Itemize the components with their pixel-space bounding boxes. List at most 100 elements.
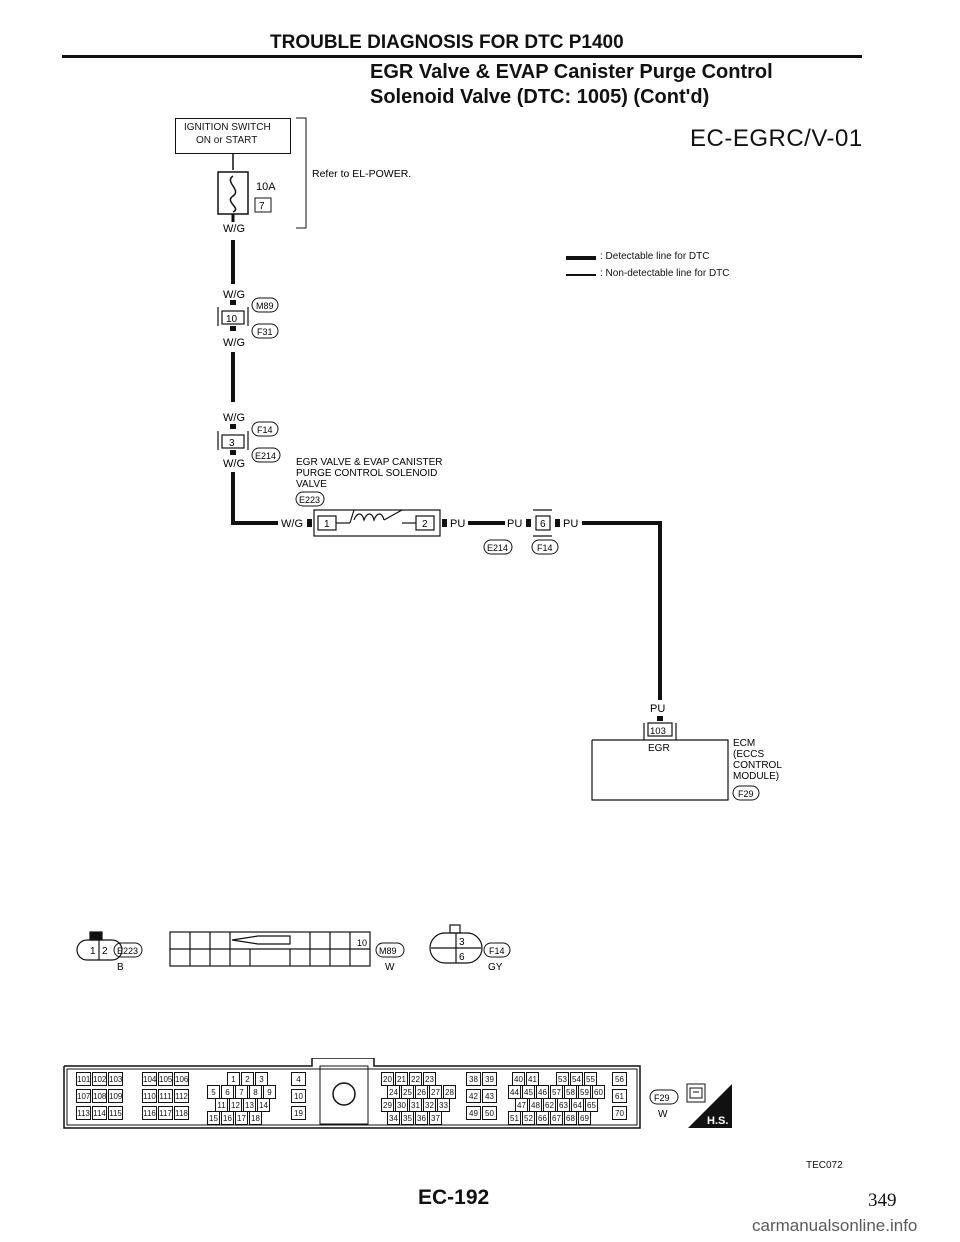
wire-color-wg-2: W/G: [223, 289, 245, 301]
f29-view: F29 W H.S.: [649, 1083, 732, 1128]
ecm-pin-cell: 109: [108, 1089, 123, 1103]
ecm-pin-cell: 5: [207, 1085, 220, 1099]
wire-color-wg-6: W/G: [281, 518, 303, 530]
ecm-pin-cell: 49: [466, 1106, 481, 1120]
ecm-pin-cell: 56: [612, 1072, 627, 1086]
ecm-label-2: (ECCS: [733, 749, 764, 760]
watermark: carmanualsonline.info: [752, 1216, 918, 1235]
wire-color-pu-4: PU: [650, 703, 665, 715]
ecm-pin-cell: 25: [401, 1085, 414, 1099]
pin-6-label: 6: [540, 519, 546, 530]
refer-bracket: [296, 117, 307, 229]
connector-views: 1 2 E223 B 10 M89 W 3 6 F14 GY: [76, 924, 511, 973]
ecm-pin-cell: 68: [564, 1111, 577, 1125]
wire-color-pu-1: PU: [450, 518, 465, 530]
ecm-pin-cell: 2: [241, 1072, 254, 1086]
ecm-pin-cell: 27: [429, 1085, 442, 1099]
ecm-connector-outline: [63, 1058, 641, 1129]
ecm-pin-cell: 4: [291, 1072, 306, 1086]
ecm-pin-cell: 32: [423, 1098, 436, 1112]
ecm-pin-cell: 41: [526, 1072, 539, 1086]
pin-marker-f14-6: [555, 519, 560, 527]
pin-marker-m89: [230, 300, 236, 305]
connector-tag-f14: [251, 421, 279, 437]
ecm-label-3: CONTROL: [733, 760, 782, 771]
ecm-terminal: [643, 722, 677, 740]
header-rule: [62, 55, 862, 58]
connector-tag-f29: [732, 785, 760, 801]
connector-tag-e223: [295, 491, 325, 507]
page-title: TROUBLE DIAGNOSIS FOR DTC P1400: [270, 32, 624, 53]
valve-label-2: PURGE CONTROL SOLENOID: [296, 468, 437, 479]
ignition-switch-mode: ON or START: [196, 135, 258, 146]
ignition-switch-box: [175, 118, 291, 154]
ecm-pin-cell: 19: [291, 1106, 306, 1120]
ecm-pin-cell: 7: [235, 1085, 248, 1099]
ecm-pin-cell: 117: [158, 1106, 173, 1120]
ecm-pin-cell: 102: [92, 1072, 107, 1086]
ecm-pin-cell: 11: [215, 1098, 228, 1112]
ecm-pin-cell: 62: [543, 1098, 556, 1112]
ecm-pin-cell: 118: [174, 1106, 189, 1120]
ecm-pin-cell: 10: [291, 1089, 306, 1103]
connector-tag-f14-text: F14: [257, 425, 273, 435]
legend-detectable-label: : Detectable line for DTC: [600, 251, 710, 262]
ecm-pin-cell: 30: [395, 1098, 408, 1112]
ecm-label-1: ECM: [733, 738, 755, 749]
connector-tag-e214-b-text: E214: [487, 543, 508, 553]
connector-tag-f14-b: [531, 539, 559, 555]
ecm-pin-cell: 61: [612, 1089, 627, 1103]
pin-3-label: 3: [229, 438, 235, 449]
ecm-pin-cell: 101: [76, 1072, 91, 1086]
ecm-pin-cell: 43: [482, 1089, 497, 1103]
ecm-pin-cell: 66: [536, 1111, 549, 1125]
ecm-pin-cell: 42: [466, 1089, 481, 1103]
f29-view-tag: [649, 1089, 679, 1105]
ecm-pin-cell: 103: [108, 1072, 123, 1086]
ecm-pin-cell: 38: [466, 1072, 481, 1086]
solenoid-symbol: [313, 509, 441, 537]
ecm-pin-cell: 18: [249, 1111, 262, 1125]
ecm-pin-cell: 115: [108, 1106, 123, 1120]
m89-view-color: W: [385, 962, 395, 973]
ecm-pin-cell: 46: [536, 1085, 549, 1099]
wiring-diagram: Refer to EL-POWER. 10A 7 W/G W/G 10 M89 …: [217, 117, 782, 801]
ecm-pin-cell: 44: [508, 1085, 521, 1099]
connector-tag-f31-text: F31: [257, 327, 273, 337]
connector-tag-m89: [251, 297, 279, 313]
ecm-pin-cell: 104: [142, 1072, 157, 1086]
ecm-pin-cell: 106: [174, 1072, 189, 1086]
pin-marker-f14: [230, 424, 236, 429]
ecm-pin-cell: 8: [249, 1085, 262, 1099]
ecm-pin-cell: 58: [564, 1085, 577, 1099]
pin-marker-f31: [230, 326, 236, 331]
pin-marker-solenoid-1: [307, 519, 312, 527]
ecm-pin-cell: 15: [207, 1111, 220, 1125]
sheet-number: 349: [868, 1190, 897, 1211]
page-subtitle-2: Solenoid Valve (DTC: 1005) (Cont'd): [370, 86, 710, 108]
ecm-pin-cell: 35: [401, 1111, 414, 1125]
ecm-pin-cell: 63: [557, 1098, 570, 1112]
e223-view-tag: [113, 942, 143, 958]
wire-color-wg-1: W/G: [223, 223, 245, 235]
pin-marker-solenoid-2: [442, 519, 447, 527]
ecm-pin-cell: 31: [409, 1098, 422, 1112]
ecm-pin-cell: 116: [142, 1106, 157, 1120]
ecm-pin-cell: 51: [508, 1111, 521, 1125]
valve-label-1: EGR VALVE & EVAP CANISTER: [296, 457, 443, 468]
ecm-pin-cell: 37: [429, 1111, 442, 1125]
ecm-pin-cell: 114: [92, 1106, 107, 1120]
ecm-pin-cell: 48: [529, 1098, 542, 1112]
figure-code: TEC072: [806, 1160, 843, 1171]
wire-color-wg-5: W/G: [223, 458, 245, 470]
refer-label: Refer to EL-POWER.: [312, 168, 411, 180]
ecm-pin-cell: 69: [578, 1111, 591, 1125]
ecm-pin-cell: 16: [221, 1111, 234, 1125]
page-code: EC-192: [418, 1186, 490, 1209]
fuse-number: 7: [259, 201, 265, 212]
ecm-pin-cell: 21: [395, 1072, 408, 1086]
valve-label-3: VALVE: [296, 479, 327, 490]
ecm-pin-cell: 13: [243, 1098, 256, 1112]
hs-badge-text: H.S.: [707, 1115, 728, 1127]
ecm-pin-cell: 23: [423, 1072, 436, 1086]
